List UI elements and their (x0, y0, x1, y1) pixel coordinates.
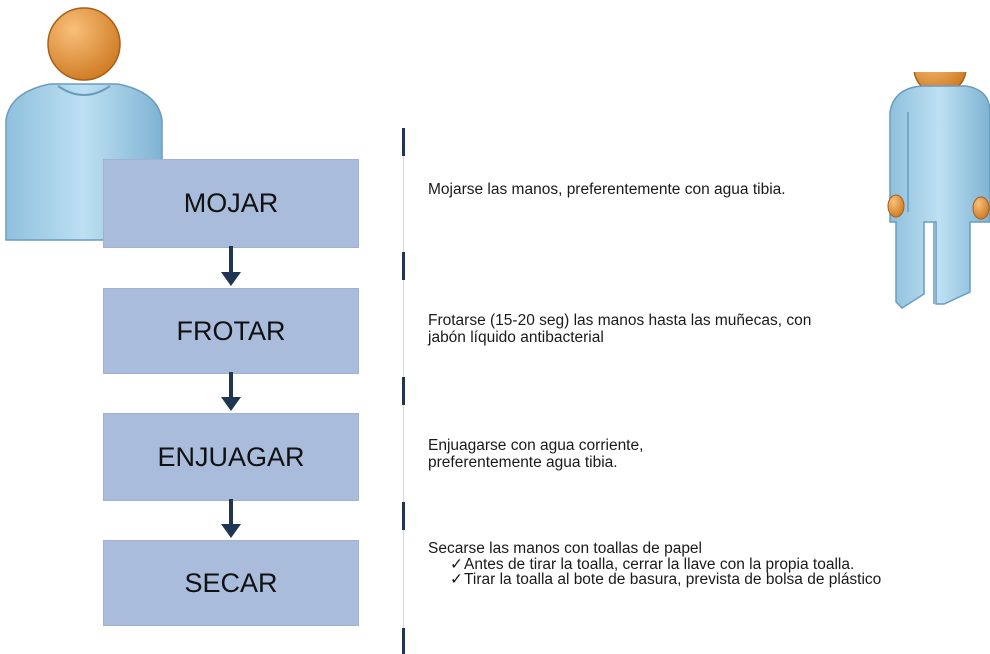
arrow-down-icon (221, 246, 241, 286)
step-description-frotar: Frotarse (15-20 seg) las manos hasta las… (428, 312, 812, 346)
person-standing-icon (887, 72, 990, 309)
secar-main-text: Secarse las manos con toallas de papel (428, 540, 702, 557)
secar-bullet-2: ✓Tirar la toalla al bote de basura, prev… (428, 570, 888, 588)
arrow-down-icon (221, 372, 241, 411)
secar-bullet-1: ✓Antes de tirar la toalla, cerrar la lla… (428, 556, 888, 573)
secar-bullet-text: Tirar la toalla al bote de basura, previ… (464, 570, 882, 588)
step-description-enjuagar: Enjuagarse con agua corriente, preferent… (428, 437, 644, 471)
step-box-secar: SECAR (103, 540, 359, 626)
step-description-secar: Secarse las manos con toallas de papel ✓… (428, 540, 888, 588)
step-box-enjuagar: ENJUAGAR (103, 413, 359, 501)
timeline-divider (402, 128, 405, 654)
arrow-down-icon (221, 499, 241, 538)
step-description-mojar: Mojarse las manos, preferentemente con a… (428, 181, 786, 198)
step-box-frotar: FROTAR (103, 288, 359, 374)
check-icon: ✓ (450, 570, 463, 588)
check-icon: ✓ (450, 556, 463, 573)
step-box-mojar: MOJAR (103, 159, 359, 248)
secar-bullet-text: Antes de tirar la toalla, cerrar la llav… (464, 556, 855, 573)
